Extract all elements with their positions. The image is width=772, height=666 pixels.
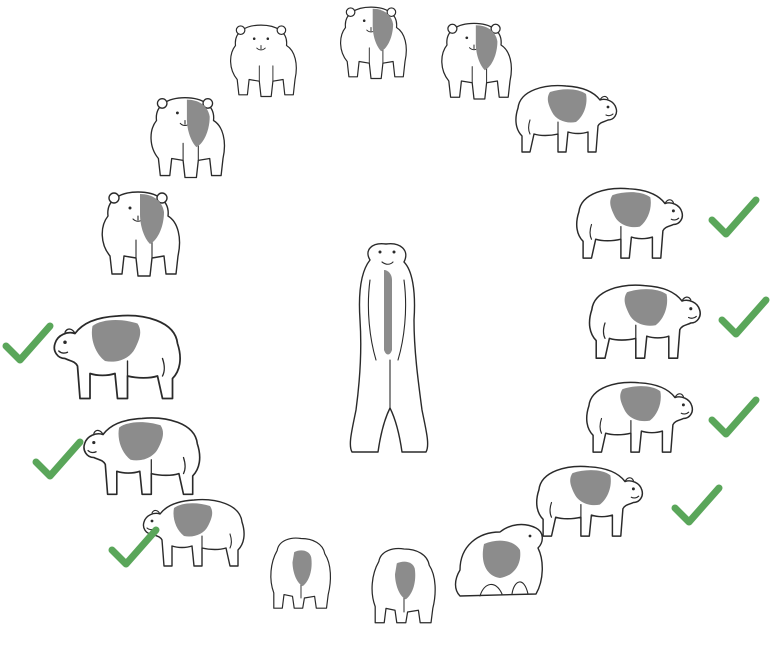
bear-three-quarter-3-icon — [442, 23, 512, 99]
bear-side-right-6-icon — [590, 285, 701, 358]
bear-side-left-13-icon — [84, 418, 200, 494]
checkmark-icon — [712, 400, 756, 434]
checkmark-icon — [722, 300, 766, 334]
checkmark-icon — [675, 488, 719, 522]
bear-sitting-9-icon — [456, 525, 543, 596]
bear-front-left-15-icon — [102, 192, 179, 276]
checkmark-icon — [36, 442, 80, 476]
bear-front-2-icon — [341, 7, 407, 78]
bear-rear-three-quarter-11-icon — [271, 538, 331, 608]
bear-front-left-16-icon — [151, 98, 224, 178]
bear-walking-right-5-icon — [577, 188, 683, 258]
bear-rear-10-icon — [372, 549, 435, 623]
checkmark-icon — [6, 326, 50, 360]
bear-side-right-7-icon — [587, 382, 693, 452]
standing-bear-icon — [350, 244, 427, 452]
bear-side-left-14-icon — [54, 316, 180, 399]
checkmark-icon — [112, 530, 156, 564]
bear-side-right-8-icon — [537, 466, 643, 536]
bear-walking-right-4-icon — [516, 86, 617, 152]
bear-front-1-icon — [231, 25, 297, 96]
bear-side-left-12-icon — [143, 500, 244, 566]
checkmark-icon — [712, 200, 756, 234]
